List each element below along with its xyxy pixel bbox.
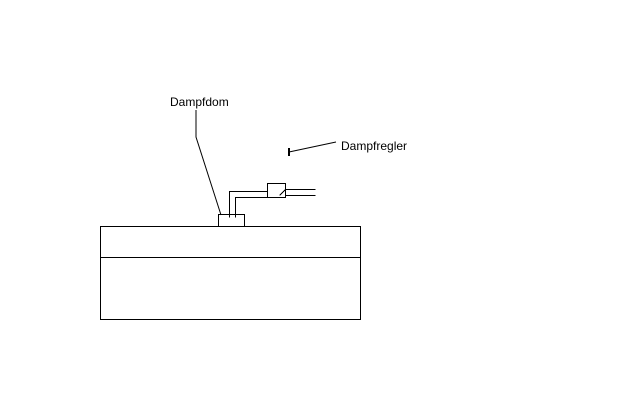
dome-label: Dampfdom — [170, 95, 229, 109]
steam-dome — [218, 214, 245, 227]
regulator-leader-line — [288, 141, 337, 153]
steam-pipe-outer — [229, 183, 286, 218]
dome-leader-line — [195, 110, 222, 216]
regulator-label: Dampfregler — [341, 139, 407, 153]
boiler-body — [100, 226, 361, 320]
regulator-housing — [267, 183, 286, 198]
regulator-valve-slash — [279, 189, 286, 196]
